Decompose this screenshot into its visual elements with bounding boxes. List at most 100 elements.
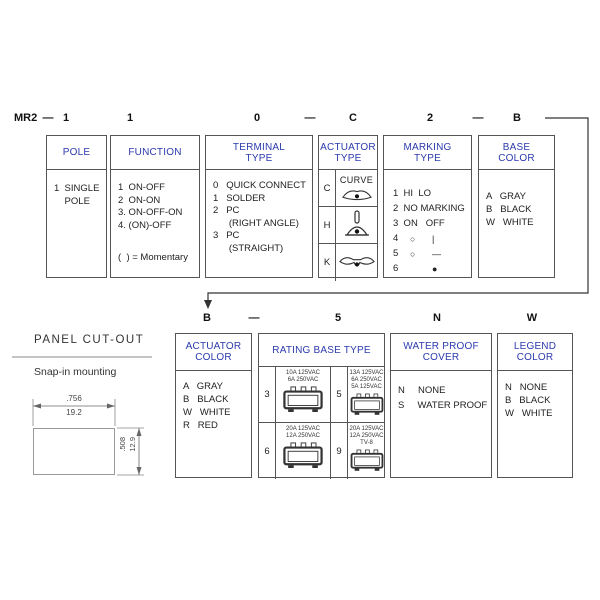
box-title-text: RATING BASE TYPE [272,344,371,356]
box-title-text: FUNCTION [128,147,182,158]
box-title-text: TERMINAL TYPE [232,141,286,164]
marking-code: 5 [393,248,399,259]
box-title-text: BASE COLOR [498,141,535,164]
actuator-code: K [319,244,336,281]
rating-code: 6 [264,445,270,457]
marking-code: 6 [393,263,399,274]
waterproof-options: N NONE S WATER PROOF [398,385,488,411]
circle-outline-symbol: ○ [410,233,416,244]
function-box: FUNCTION 1 ON-OFF 2 ON-ON 3. ON-OFF-ON 4… [110,135,200,278]
bar-symbol: | [432,233,435,244]
top-code-actuator: C [349,112,357,124]
dash: — [42,112,54,124]
rating-code: 9 [336,445,342,457]
rating-values: 10A 125VAC 6A 250VAC [286,370,320,383]
actuator-row-lever: H [319,207,377,244]
box-title-text: POLE [62,147,91,158]
bottom-code-legend-color: W [526,312,538,324]
top-code-base-color: B [513,112,521,124]
box-title-text: LEGEND COLOR [513,341,557,363]
marking-symbol-row: 4 ○ | [384,231,471,246]
actuator-color-box-title: ACTUATOR COLOR [176,334,251,371]
legend-color-options: N NONE B BLACK W WHITE [505,382,553,419]
marking-type-box: MARKING TYPE 1 HI LO 2 NO MARKING 3 ON O… [383,135,472,278]
connector-base-icon [350,393,383,415]
cutout-width-inches: .756 [66,394,82,403]
rocker-curve-icon [341,190,372,201]
rating-cell: 20A 125VAC 12A 250VAC [276,423,331,479]
top-code-terminal: 0 [253,112,261,124]
marking-symbol-row: 6 ● [384,261,471,276]
function-options: 1 ON-OFF 2 ON-ON 3. ON-OFF-ON 4. (ON)-OF… [118,182,183,231]
connector-base-icon [283,386,323,412]
bottom-code-actuator-color: B [203,312,211,324]
waterproof-cover-box-title: WATER PROOF COVER [391,334,491,371]
actuator-color-options: A GRAY B BLACK W WHITE R RED [183,381,231,431]
base-color-options: A GRAY B BLACK W WHITE [486,191,534,228]
actuator-row-label: CURVE [339,175,374,185]
rating-code: 3 [264,389,270,400]
paddle-icon [338,256,375,267]
actuator-row-paddle: K [319,244,377,281]
box-title-text: MARKING TYPE [403,141,452,164]
marking-type-box-title: MARKING TYPE [384,136,471,170]
top-code-marking: 2 [426,112,434,124]
circle-outline-symbol: ○ [410,248,416,259]
pole-box: POLE 1 SINGLE POLE [46,135,107,278]
top-code-function: 1 [126,112,134,124]
marking-symbol-row: 5 ○ — [384,246,471,261]
dash-symbol: — [432,248,441,259]
function-box-title: FUNCTION [111,136,199,170]
legend-color-box: LEGEND COLOR N NONE B BLACK W WHITE [497,333,573,478]
dash: — [248,312,260,324]
actuator-row-curve: C CURVE [319,170,377,207]
panel-cutout-subtitle: Snap-in mounting [34,366,117,378]
connector-base-icon [283,442,323,468]
marking-options: 1 HI LO 2 NO MARKING 3 ON OFF [393,188,465,229]
rating-values: 20A 125VAC 12A 250VAC TV-8 [349,426,384,446]
terminal-type-box: TERMINAL TYPE 0 QUICK CONNECT 1 SOLDER 2… [205,135,313,278]
terminal-type-box-title: TERMINAL TYPE [206,136,312,170]
cutout-height-mm: 12.9 [128,437,137,452]
actuator-code: C [319,170,336,206]
rating-cell: 13A 125VAC 6A 250VAC 5A 125VAC [348,367,385,423]
top-code-pole: 1 [62,112,70,124]
cutout-height-inches: .508 [118,437,127,452]
rating-code: 5 [336,389,342,400]
pole-options: 1 SINGLE POLE [54,183,100,207]
momentary-note: ( ) = Momentary [118,252,188,263]
legend-color-box-title: LEGEND COLOR [498,334,572,371]
rating-values: 20A 125VAC 12A 250VAC [286,426,320,439]
rating-grid: 3 10A 125VAC 6A 250VAC 5 13A 125VAC 6A 2… [259,367,385,479]
base-color-box: BASE COLOR A GRAY B BLACK W WHITE [478,135,555,278]
rating-values: 13A 125VAC 6A 250VAC 5A 125VAC [349,370,384,390]
terminal-type-options: 0 QUICK CONNECT 1 SOLDER 2 PC (RIGHT ANG… [213,180,306,254]
box-title-text: ACTUATOR TYPE [320,141,376,164]
connector-base-icon [350,449,383,471]
marking-code: 4 [393,233,399,244]
waterproof-cover-box: WATER PROOF COVER N NONE S WATER PROOF [390,333,492,478]
box-title-text: WATER PROOF COVER [403,341,479,363]
base-color-box-title: BASE COLOR [479,136,554,170]
rating-base-type-box: RATING BASE TYPE 3 10A 125VAC 6A 250VAC … [258,333,385,479]
dash: — [304,112,316,124]
rating-cell: 10A 125VAC 6A 250VAC [276,367,331,423]
cutout-width-mm: 19.2 [66,408,82,417]
rating-cell: 20A 125VAC 12A 250VAC TV-8 [348,423,385,479]
box-title-text: ACTUATOR COLOR [185,341,242,363]
filled-dot-symbol: ● [432,263,438,274]
lever-icon [344,210,369,236]
pole-box-title: POLE [47,136,106,170]
bottom-code-waterproof: N [433,312,441,324]
actuator-type-box-title: ACTUATOR TYPE [319,136,377,170]
part-prefix: MR2 [14,112,38,124]
actuator-code: H [319,207,336,243]
actuator-type-box: ACTUATOR TYPE C CURVE H [318,135,378,281]
actuator-color-box: ACTUATOR COLOR A GRAY B BLACK W WHITE R … [175,333,252,478]
dash: — [472,112,484,124]
bottom-code-rating: 5 [334,312,342,324]
panel-cutout-title: PANEL CUT-OUT [34,334,145,346]
cutout-rectangle [33,428,115,475]
